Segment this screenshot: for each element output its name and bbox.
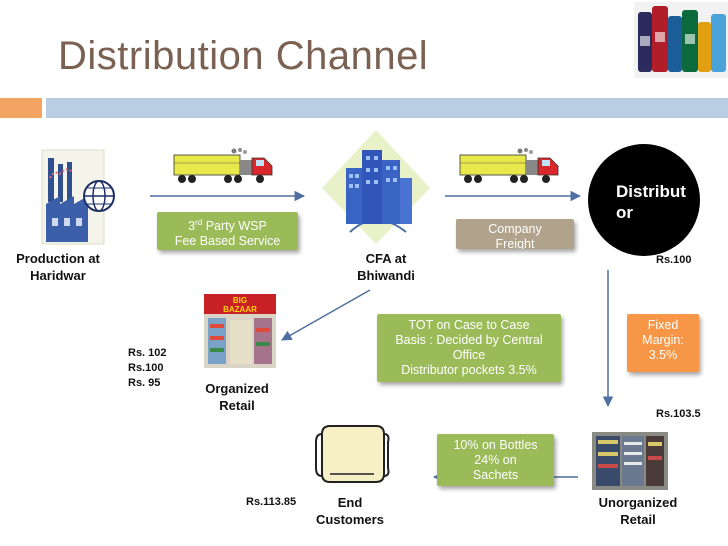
header-bar-left xyxy=(0,98,42,118)
tot-box: TOT on Case to Case Basis : Decided by C… xyxy=(377,314,561,382)
truck-icon-company xyxy=(459,148,559,183)
svg-text:BIG: BIG xyxy=(233,296,247,305)
wsp-fee-box: 3rd Party WSP Fee Based Service xyxy=(157,212,298,250)
truck-icon-wsp xyxy=(173,148,273,183)
price-end: Rs.113.85 xyxy=(246,496,297,508)
price-unorganized: Rs.103.5 xyxy=(656,408,701,420)
bottles-sachets-box: 10% on Bottles 24% on Sachets xyxy=(437,434,554,486)
fixed-margin-box: Fixed Margin: 3.5% xyxy=(627,314,699,372)
end-customers-label: End Customers xyxy=(316,495,384,527)
big-bazaar-store-photo: BIG BAZAAR xyxy=(204,294,276,368)
arrow-cfa-to-organized xyxy=(281,289,371,341)
production-label: Production at Haridwar xyxy=(16,251,100,283)
price-distributor: Rs.100 xyxy=(656,254,692,266)
distributor-label: Distribut or xyxy=(616,182,686,222)
product-bottles-photo xyxy=(634,2,728,78)
svg-text:BAZAAR: BAZAAR xyxy=(223,305,257,314)
factory-globe-icon xyxy=(41,149,115,245)
cfa-label: CFA at Bhiwandi xyxy=(357,251,415,283)
unorganized-retail-label: Unorganized Retail xyxy=(598,495,678,527)
organized-retail-label: Organized Retail xyxy=(205,381,269,413)
shop-photo xyxy=(592,432,668,490)
company-freight-box: Company Freight xyxy=(456,219,574,249)
scroll-icon xyxy=(315,425,390,483)
price-organized: Rs. 102 Rs.100 Rs. 95 xyxy=(128,347,167,389)
distributor-circle xyxy=(588,144,700,256)
header-bar-right xyxy=(46,98,728,118)
slide-title: Distribution Channel xyxy=(58,34,429,78)
buildings-icon xyxy=(322,130,430,244)
